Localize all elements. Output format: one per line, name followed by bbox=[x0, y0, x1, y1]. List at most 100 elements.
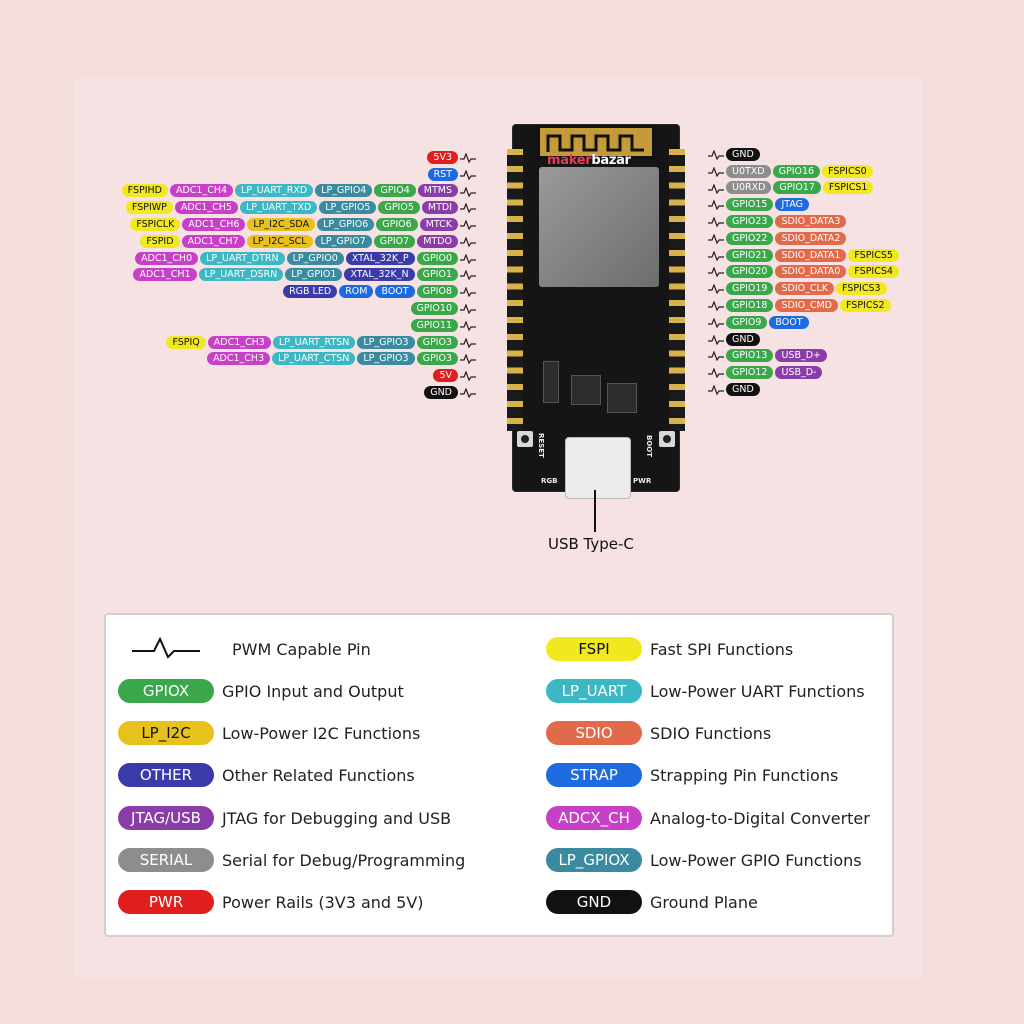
legend-text: Ground Plane bbox=[650, 892, 758, 912]
pin-label: FSPICS0 bbox=[822, 164, 873, 178]
legend-text: Analog-to-Digital Converter bbox=[650, 808, 870, 828]
pwm-wave-icon bbox=[708, 179, 724, 198]
pin-label: LP_UART_RTSN bbox=[272, 335, 356, 349]
pin-label: GPIO10 bbox=[410, 302, 458, 316]
legend-text: Low-Power I2C Functions bbox=[222, 723, 421, 743]
pin-label: FSPIHD bbox=[121, 184, 168, 198]
pin-label: FSPICLK bbox=[130, 218, 181, 232]
left-pin-header bbox=[507, 149, 523, 431]
pwm-wave-icon bbox=[460, 383, 476, 402]
pwm-wave-icon bbox=[708, 296, 724, 315]
left-pin-row: GPIO11 bbox=[410, 318, 476, 333]
pin-label: GPIO18 bbox=[726, 299, 774, 313]
pwm-wave-icon bbox=[708, 162, 724, 181]
silk-pwr-label: PWR bbox=[633, 477, 652, 485]
pin-label: ADC1_CH6 bbox=[182, 218, 246, 232]
pin-label: GPIO17 bbox=[773, 181, 821, 195]
pin-label: LP_GPIO1 bbox=[285, 268, 343, 282]
pin-label: BOOT bbox=[375, 285, 415, 299]
pin-label: GPIO9 bbox=[726, 315, 768, 329]
pwm-wave-icon bbox=[708, 212, 724, 231]
legend-pwm: PWM Capable Pin bbox=[128, 636, 371, 662]
pin-label: MTDO bbox=[417, 234, 458, 248]
pin-label: FSPIQ bbox=[166, 335, 206, 349]
pin-label: ADC1_CH4 bbox=[169, 184, 234, 198]
pin-label: U0RXD bbox=[726, 181, 772, 195]
pin-label: LP_GPIO7 bbox=[314, 234, 372, 248]
legend-chip: JTAG/USB bbox=[118, 806, 214, 830]
usb-c-connector[interactable] bbox=[565, 437, 631, 499]
pwm-wave-icon bbox=[132, 637, 200, 659]
pwm-wave-icon bbox=[708, 262, 724, 281]
pin-label: MTCK bbox=[419, 218, 458, 232]
pwm-wave-icon bbox=[460, 349, 476, 368]
ic-chip bbox=[607, 383, 637, 413]
pwm-wave-icon bbox=[708, 246, 724, 265]
legend-chip: GND bbox=[546, 890, 642, 914]
pwm-wave-icon bbox=[460, 333, 476, 352]
legend-chip: LP_I2C bbox=[118, 721, 214, 745]
legend-text: JTAG for Debugging and USB bbox=[222, 808, 452, 828]
legend-item: LP_I2C Low-Power I2C Functions bbox=[118, 720, 420, 746]
pin-label: USB_D- bbox=[775, 366, 823, 380]
pin-label: GPIO0 bbox=[416, 251, 458, 265]
pin-label: LP_GPIO3 bbox=[357, 352, 415, 366]
legend-chip: LP_GPIOX bbox=[546, 848, 642, 872]
pin-label: GND bbox=[726, 383, 760, 397]
legend-chip: LP_UART bbox=[546, 679, 642, 703]
pin-label: FSPID bbox=[140, 234, 180, 248]
pin-label: LP_UART_RXD bbox=[235, 184, 314, 198]
pin-label: GPIO11 bbox=[410, 318, 458, 332]
pwm-wave-icon bbox=[708, 229, 724, 248]
antenna-trace-icon bbox=[546, 134, 644, 152]
ic-chip bbox=[571, 375, 601, 405]
pin-label: FSPIWP bbox=[125, 201, 173, 215]
pin-label: LP_GPIO3 bbox=[357, 335, 415, 349]
left-pin-row: 5V bbox=[433, 368, 476, 383]
left-pin-row: GPIO10 bbox=[410, 301, 476, 316]
boot-button[interactable] bbox=[659, 431, 675, 447]
legend-pwm-text: PWM Capable Pin bbox=[232, 639, 371, 659]
pin-label: ADC1_CH7 bbox=[181, 234, 245, 248]
pwm-wave-icon bbox=[708, 346, 724, 365]
left-pin-row: RST bbox=[427, 167, 476, 182]
pin-label: XTAL_32K_N bbox=[344, 268, 415, 282]
right-pin-row: GND bbox=[708, 147, 760, 162]
reset-button[interactable] bbox=[517, 431, 533, 447]
legend-chip: OTHER bbox=[118, 763, 214, 787]
pin-label: GPIO4 bbox=[374, 184, 416, 198]
pin-label: ADC1_CH3 bbox=[207, 352, 271, 366]
pwm-wave-icon bbox=[460, 148, 476, 167]
legend-chip: FSPI bbox=[546, 637, 642, 661]
pin-label: GPIO3 bbox=[416, 335, 458, 349]
pin-label: GPIO21 bbox=[726, 248, 774, 262]
legend-chip: PWR bbox=[118, 890, 214, 914]
legend-item: GND Ground Plane bbox=[546, 889, 758, 915]
pin-label: GPIO22 bbox=[726, 231, 774, 245]
pin-label: GPIO15 bbox=[726, 198, 774, 212]
pin-label: SDIO_CMD bbox=[775, 299, 838, 313]
pwm-wave-icon bbox=[460, 366, 476, 385]
pin-label: GND bbox=[726, 332, 760, 346]
pwm-wave-icon bbox=[460, 215, 476, 234]
right-pin-row: GND bbox=[708, 382, 760, 397]
